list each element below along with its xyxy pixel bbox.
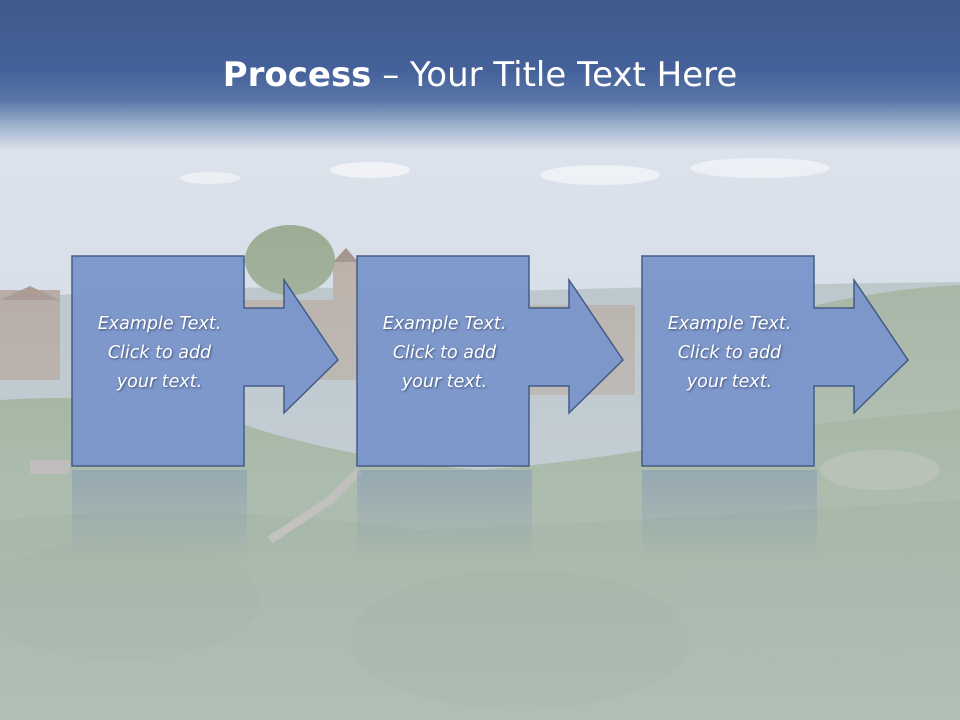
- step-3-reflection: [642, 470, 817, 560]
- step-2-text: Example Text. Click to add your text.: [357, 310, 532, 397]
- box-arrow-shape: [356, 255, 624, 467]
- step-line-3: your text.: [686, 372, 773, 392]
- step-line-2: Click to add: [392, 343, 497, 363]
- step-line-3: your text.: [116, 372, 203, 392]
- slide-title[interactable]: Process – Your Title Text Here: [0, 52, 960, 98]
- step-3-text: Example Text. Click to add your text.: [642, 310, 817, 397]
- process-step-1[interactable]: Example Text. Click to add your text.: [71, 255, 339, 467]
- step-2-reflection: [357, 470, 532, 560]
- step-line-3: your text.: [401, 372, 488, 392]
- step-line-1: Example Text.: [667, 314, 792, 334]
- box-arrow-shape: [641, 255, 909, 467]
- title-rest-part: – Your Title Text Here: [371, 55, 738, 95]
- title-band: [0, 0, 960, 150]
- step-1-reflection: [72, 470, 247, 560]
- step-line-2: Click to add: [107, 343, 212, 363]
- process-step-2[interactable]: Example Text. Click to add your text.: [356, 255, 624, 467]
- step-1-text: Example Text. Click to add your text.: [72, 310, 247, 397]
- step-line-2: Click to add: [677, 343, 782, 363]
- box-arrow-shape: [71, 255, 339, 467]
- title-bold-part: Process: [222, 55, 372, 95]
- step-line-1: Example Text.: [97, 314, 222, 334]
- process-step-3[interactable]: Example Text. Click to add your text.: [641, 255, 909, 467]
- step-line-1: Example Text.: [382, 314, 507, 334]
